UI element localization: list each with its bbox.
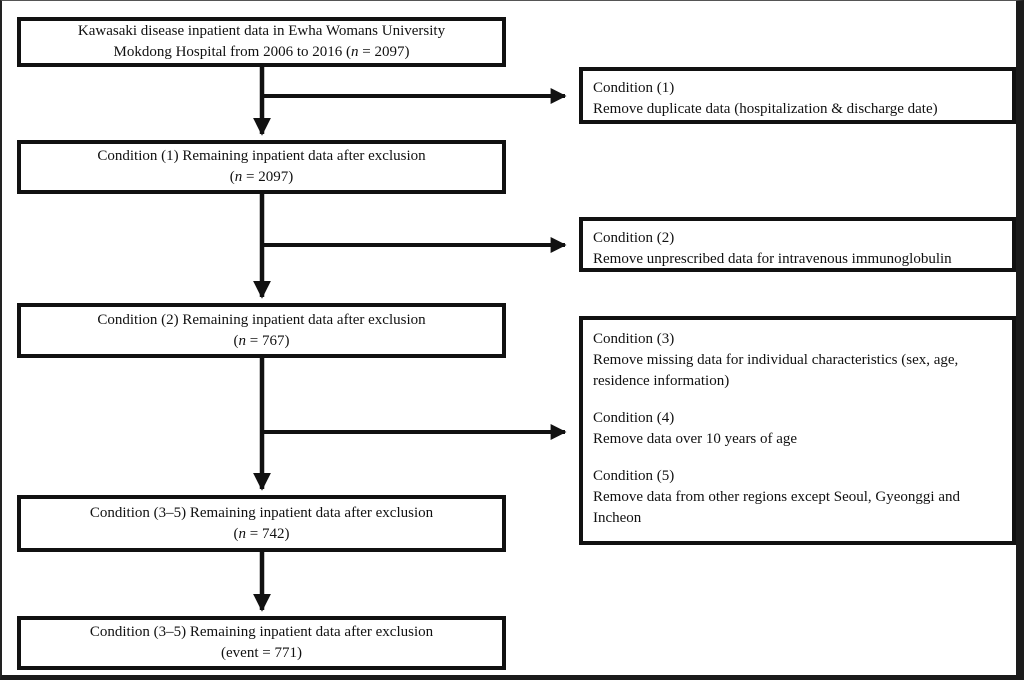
exclusion-text: Remove data from other regions except Se…	[593, 489, 960, 526]
exclusion-box-condition-2: Condition (2) Remove unprescribed data f…	[579, 217, 1016, 272]
main-box-events: Condition (3–5) Remaining inpatient data…	[17, 616, 506, 670]
main-box-line: Condition (1) Remaining inpatient data a…	[97, 148, 426, 164]
main-box-after-condition-3-5: Condition (3–5) Remaining inpatient data…	[17, 495, 506, 552]
main-box-after-condition-1: Condition (1) Remaining inpatient data a…	[17, 140, 506, 194]
exclusion-text: Remove data over 10 years of age	[593, 431, 798, 447]
exclusion-box-conditions-3-5: Condition (3) Remove missing data for in…	[579, 316, 1016, 545]
exclusion-title: Condition (4)	[593, 410, 675, 426]
main-box-count: (event = 771)	[221, 645, 302, 661]
main-box-count: Mokdong Hospital from 2006 to 2016 (n = …	[113, 44, 410, 60]
exclusion-box-condition-1: Condition (1) Remove duplicate data (hos…	[579, 67, 1016, 124]
main-box-line: Condition (2) Remaining inpatient data a…	[97, 311, 426, 328]
main-box-line: Condition (3–5) Remaining inpatient data…	[89, 624, 434, 640]
main-box-count: (n = 2097)	[229, 169, 294, 185]
exclusion-title: Condition (2)	[593, 230, 675, 246]
exclusion-text: Remove duplicate data (hospitalization &…	[593, 101, 938, 117]
main-box-line: Kawasaki disease inpatient data in Ewha …	[77, 23, 446, 39]
exclusion-title: Condition (3)	[593, 331, 675, 347]
exclusion-text: Remove unprescribed data for intravenous…	[593, 251, 952, 267]
main-box-source-data: Kawasaki disease inpatient data in Ewha …	[17, 17, 506, 67]
main-box-after-condition-2: Condition (2) Remaining inpatient data a…	[17, 303, 506, 358]
main-box-line: Condition (3–5) Remaining inpatient data…	[89, 504, 434, 521]
main-box-count: (n = 742)	[233, 525, 290, 542]
exclusion-text: Remove missing data for individual chara…	[593, 352, 959, 389]
exclusion-title: Condition (5)	[593, 468, 675, 484]
main-box-count: (n = 767)	[233, 332, 290, 349]
exclusion-title: Condition (1)	[593, 80, 675, 96]
